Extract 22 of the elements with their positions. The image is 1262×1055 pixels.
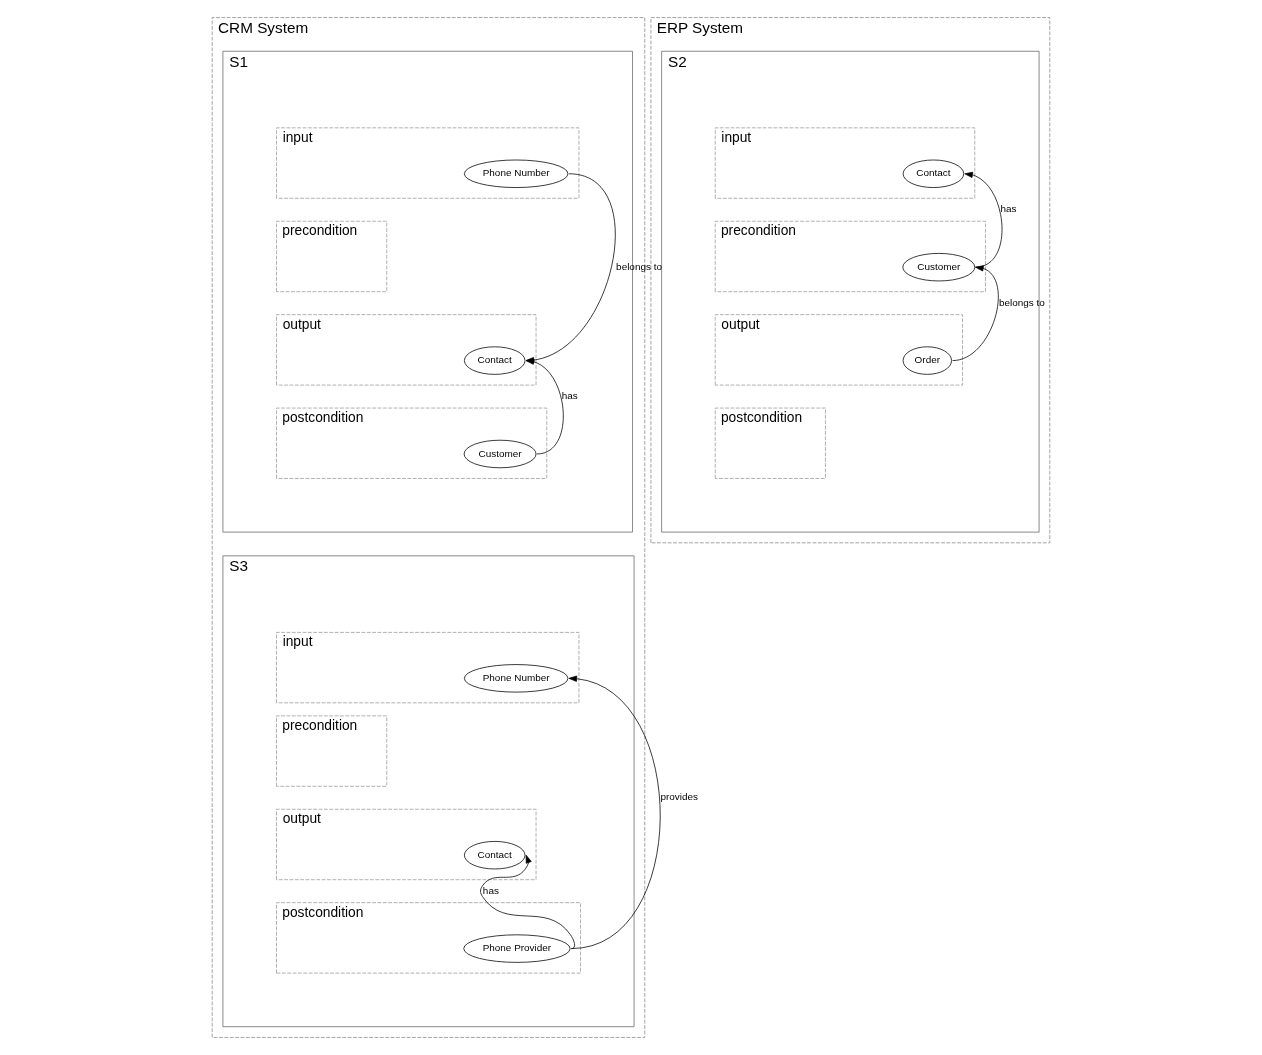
edge-label: belongs to [616,260,662,272]
arrow [480,854,576,949]
node-ellipse: Phone Provider [463,934,571,963]
node-box: precondition [276,220,388,293]
node-box: precondition [276,715,388,787]
edge-label: belongs to [998,296,1045,308]
arrow [568,675,661,949]
node-box: postcondition [714,407,826,479]
node-ellipse: Order [902,346,952,375]
node-ellipse: Phone Number [463,664,569,693]
node-ellipse: Customer [463,439,537,469]
edge-label: provides [660,791,699,803]
edge-label: has [1000,203,1017,215]
edge-label: has [482,884,499,896]
arrow [952,265,999,361]
node-ellipse: Contact [464,841,526,870]
node-ellipse: Contact [464,346,526,375]
node-ellipse: Contact [902,159,965,188]
node-ellipse: Customer [902,253,976,282]
node-ellipse: Phone Number [463,159,569,188]
arrow [964,171,1003,268]
edge-label: has [561,390,578,402]
